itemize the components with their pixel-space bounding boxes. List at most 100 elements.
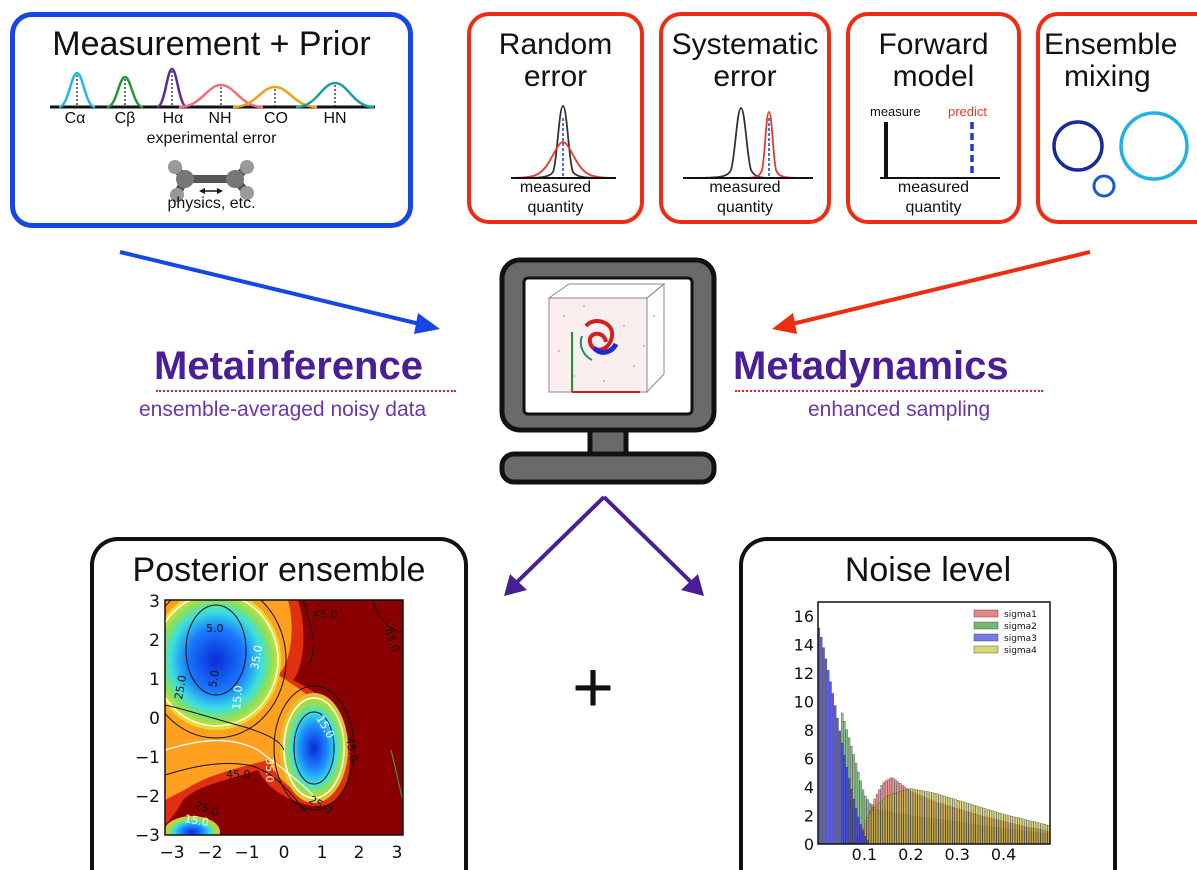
forward-predict-label: predict <box>948 104 988 119</box>
histogram-bar-sigma4 <box>1003 814 1006 845</box>
histogram-bar-sigma4 <box>1042 823 1046 845</box>
forward-model-box: Forward model measure predict measured q… <box>846 12 1021 224</box>
histogram-bar-sigma4 <box>896 792 899 845</box>
systematic-error-box: Systematic error measured quantity <box>659 12 831 224</box>
x-tick-label: 0.4 <box>991 845 1016 864</box>
systematic-error-title-line2: error <box>713 60 777 93</box>
histogram-bar-sigma4 <box>977 806 981 845</box>
histogram-bar-sigma4 <box>1012 816 1015 845</box>
protein-structure <box>579 319 619 361</box>
contour-label: 45.0 <box>343 736 360 762</box>
forward-model-axis-line1: measured <box>897 179 970 196</box>
histogram-bar-sigma4 <box>980 807 983 845</box>
histogram-bar-sigma3 <box>843 755 846 845</box>
histogram-bar-sigma4 <box>1001 813 1004 845</box>
y-tick-label: 16 <box>794 607 814 626</box>
histogram-bar-sigma4 <box>938 794 941 845</box>
histogram-bar-sigma4 <box>868 813 872 845</box>
histogram-bar-sigma4 <box>975 805 978 845</box>
histogram-bar-sigma4 <box>880 800 883 845</box>
y-tick: 0 <box>149 709 160 729</box>
y-tick-label: 14 <box>794 636 814 655</box>
histogram-bar-sigma4 <box>919 790 923 845</box>
histogram-bar-sigma4 <box>906 789 909 845</box>
peak-label-co: CO <box>264 110 288 127</box>
computer-monitor-icon <box>499 257 717 485</box>
histogram-bar-sigma3 <box>829 681 832 845</box>
prior-peak-2 <box>156 67 188 109</box>
histogram-bar-sigma3 <box>845 766 848 845</box>
histogram-bar-sigma4 <box>1035 822 1039 845</box>
metadynamics-label: Metadynamics <box>733 344 1009 388</box>
x-tick: −1 <box>234 843 259 863</box>
histogram-bar-sigma3 <box>827 670 830 845</box>
metainference-subtitle: ensemble-averaged noisy data <box>139 398 427 421</box>
forward-model-title-line2: model <box>892 60 975 93</box>
histogram-bar-sigma4 <box>996 812 999 845</box>
y-tick-label: 10 <box>794 693 814 712</box>
histogram-bar-sigma3 <box>848 778 851 845</box>
map-y-ticks: 3 2 1 0 −1 −2 −3 <box>135 592 160 846</box>
histogram-bar-sigma3 <box>852 799 855 845</box>
histogram-bar-sigma3 <box>859 824 862 845</box>
random-error-title-line2: error <box>523 60 588 93</box>
histogram-bar-sigma4 <box>945 796 948 845</box>
histogram-bar-sigma3 <box>861 830 865 845</box>
metadynamics-underline <box>735 390 1043 392</box>
histogram-bar-sigma4 <box>922 790 925 845</box>
x-tick-label: 0.3 <box>944 845 969 864</box>
histogram-bar-sigma4 <box>1024 819 1027 845</box>
x-tick: −3 <box>159 843 184 863</box>
histogram-bar-sigma4 <box>998 812 1002 845</box>
histogram-bar-sigma4 <box>982 807 985 845</box>
metainference-underline <box>156 390 456 392</box>
prior-peak-0 <box>58 71 96 109</box>
histogram-bar-sigma4 <box>894 792 897 845</box>
peak-label-ca: Cα <box>64 110 86 127</box>
measurement-prior-box: Measurement + Prior Cα Cβ Hα NH CO HN ex… <box>10 12 413 228</box>
y-tick-label: 6 <box>804 750 814 769</box>
histogram-bar-sigma4 <box>873 807 876 845</box>
metadynamics-subtitle: enhanced sampling <box>808 398 991 421</box>
legend-label-sigma1: sigma1 <box>1004 610 1037 620</box>
peak-label-nh: NH <box>208 110 232 127</box>
ensemble-mixing-title-line1: Ensemble <box>1044 28 1178 61</box>
legend-label-sigma2: sigma2 <box>1004 622 1037 632</box>
x-tick-label: 0.1 <box>852 845 877 864</box>
histogram-bar-sigma4 <box>966 802 969 845</box>
forward-model-lines <box>880 122 1000 179</box>
histogram-bar-sigma4 <box>901 790 904 845</box>
histogram-bar-sigma4 <box>952 798 955 845</box>
prior-peak-1 <box>106 75 144 109</box>
histogram-bar-sigma3 <box>831 693 834 845</box>
histogram-bar-sigma4 <box>931 792 934 845</box>
histogram-bar-sigma4 <box>1031 821 1034 845</box>
forward-model-axis-line2: quantity <box>905 199 962 216</box>
histogram-bar-sigma4 <box>892 793 895 845</box>
molecule-icon <box>168 160 254 202</box>
histogram-bar-sigma4 <box>947 797 950 845</box>
histogram-bar-sigma3 <box>854 808 858 845</box>
y-tick: −3 <box>135 826 160 846</box>
histogram-bar-sigma4 <box>964 802 967 845</box>
histogram-bar-sigma3 <box>836 717 839 845</box>
peak-labels: Cα Cβ Hα NH CO HN <box>15 110 410 130</box>
histogram-bar-sigma4 <box>940 795 944 845</box>
legend-swatch-sigma2 <box>973 621 999 630</box>
histogram-bar-sigma4 <box>1040 823 1043 845</box>
y-tick-label: 0 <box>804 835 814 854</box>
noise-level-title: Noise level <box>844 551 1012 589</box>
contour-label: 5.0 <box>206 669 222 688</box>
y-tick: 2 <box>149 631 160 651</box>
random-error-axis-line2: quantity <box>527 199 584 216</box>
metainference-label: Metainference <box>154 344 423 388</box>
histogram-bar-sigma4 <box>1026 819 1029 845</box>
histogram-bar-sigma4 <box>1017 817 1020 845</box>
histogram-bar-sigma4 <box>991 810 995 845</box>
y-tick: 1 <box>149 670 160 690</box>
systematic-error-curves <box>682 107 813 179</box>
y-tick-label: 8 <box>804 721 814 740</box>
histogram-bar-sigma4 <box>987 809 990 845</box>
random-error-box: Random error measured quantity <box>467 12 644 224</box>
forward-measure-label: measure <box>870 104 921 119</box>
